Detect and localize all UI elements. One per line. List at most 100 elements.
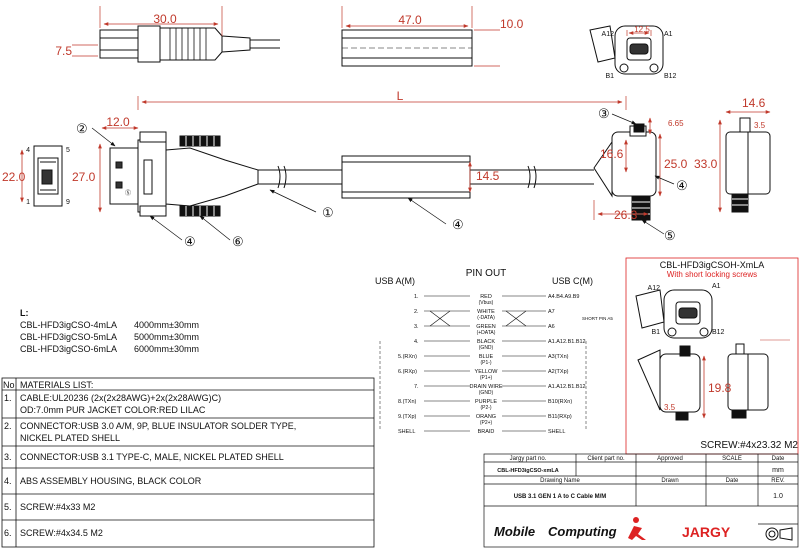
brand-mobile: Mobile	[494, 524, 535, 539]
variant-panel: CBL-HFD3igCSOH-XmLA With short locking s…	[625, 257, 799, 455]
dim-label: 22.0	[2, 170, 26, 184]
housing-top-view	[341, 29, 473, 67]
materials-table	[1, 377, 375, 548]
dim-typec-height: 33.0	[694, 119, 722, 213]
usb-a-connector-assembly	[109, 131, 259, 217]
dim-housing-diameter: 14.5	[468, 161, 500, 193]
pin-label-4: 4	[26, 147, 30, 154]
projection-symbol-icon	[765, 527, 793, 541]
pin-label-b12: B12	[664, 73, 677, 80]
pinout-left-header: USB A(M)	[375, 276, 415, 286]
pin-label-5: 5	[66, 147, 70, 154]
dim-label: 10.0	[500, 17, 524, 31]
dim-label: 25.0	[664, 157, 688, 171]
material-line: CONNECTOR:USB 3.1 TYPE-C, MALE, NICKEL P…	[20, 452, 284, 462]
dim-label: 3.5	[664, 403, 676, 412]
dim-usb-a-height: 22.0	[2, 149, 26, 203]
wire-color: BLUE	[479, 354, 494, 360]
dim-typec-neck: 16.6	[600, 139, 628, 173]
dim-label: L	[397, 89, 404, 103]
wire-signal: (GND)	[479, 345, 494, 351]
dim-typec-base: 26.3	[593, 200, 649, 222]
runner-logo-icon	[628, 517, 646, 540]
length-part: CBL-HFD3igCSO-5mLA	[20, 332, 117, 342]
pinout-left-pin: 4.	[414, 339, 419, 345]
material-line: ABS ASSEMBLY HOUSING, BLACK COLOR	[20, 476, 202, 486]
wire-color: BLACK	[477, 339, 495, 345]
screw-thread	[169, 28, 207, 60]
wire-color: PURPLE	[475, 399, 497, 405]
pinout-right-header: USB C(M)	[552, 276, 593, 286]
dim-label: 33.0	[694, 157, 718, 171]
dim-usb-a-body: 27.0	[72, 143, 102, 213]
typec-connector-assembly	[593, 123, 657, 221]
pin-label-9: 9	[66, 199, 70, 206]
material-no: 4.	[4, 476, 12, 486]
title-block	[483, 453, 799, 548]
variant-subtitle: With short locking screws	[667, 270, 757, 279]
pin-label-b12: B12	[712, 329, 725, 336]
wire-signal: (Vbus)	[479, 300, 494, 306]
pinout-left-pin: 7.	[414, 384, 419, 390]
dim-label: 16.6	[600, 147, 624, 161]
dim-label: 14.6	[742, 96, 766, 110]
tb-scale-header: SCALE	[722, 456, 742, 462]
usb-a-side-view	[99, 25, 280, 63]
cable-body	[258, 165, 594, 189]
pinout-left-pin: 2.	[414, 309, 419, 315]
wire-signal: (P2+)	[480, 420, 493, 426]
dim-plug-height: 7.5	[55, 44, 98, 58]
tb-drawn-header: Drawn	[661, 478, 678, 484]
variant-title: CBL-HFD3igCSOH-XmLA	[660, 260, 765, 270]
callout-3: ③	[598, 106, 610, 121]
callout-6: ⑥	[232, 234, 244, 249]
material-no: 6.	[4, 528, 12, 538]
dim-screw-offset: 12.0	[101, 115, 139, 130]
tb-rev-header: REV.	[771, 478, 785, 484]
wire-color: YELLOW	[475, 369, 499, 375]
dim-housing-height: 10.0	[474, 17, 524, 67]
material-no: 5.	[4, 502, 12, 512]
dim-label: 14.5	[476, 169, 500, 183]
material-line: SCREW:#4x34.5 M2	[20, 528, 103, 538]
wire-color: RED	[480, 294, 492, 300]
pinout-rows: 1.RED(Vbus)A4.B4.A9.B92.WHITE(-DATA)A73.…	[379, 294, 587, 435]
material-line: CABLE:UL20236 (2x(2x28AWG)+2x(2x28AWG)C)	[20, 393, 221, 403]
pinout-left-pin: SHELL	[398, 429, 415, 435]
pinout-section: PIN OUT USB A(M) USB C(M) 1.RED(Vbus)A4.…	[375, 268, 613, 435]
callout-1: ①	[322, 205, 334, 220]
pin-label-a1: A1	[664, 31, 673, 38]
pin-label-a12: A12	[602, 31, 615, 38]
pin-label-b1: B1	[605, 73, 614, 80]
dim-label: 27.0	[72, 170, 96, 184]
wire-color: GREEN	[476, 324, 496, 330]
pinout-right-pin: A2(TXp)	[548, 369, 569, 375]
dim-label: 19.8	[708, 381, 732, 395]
length-table: L: CBL-HFD3igCSO-4mLA 4000mm±30mm CBL-HF…	[20, 308, 199, 354]
typec-end-view	[589, 25, 664, 75]
wire-color: BRAID	[478, 429, 495, 435]
wire-signal: (GND)	[479, 390, 494, 396]
pinout-right-pin: A6	[548, 324, 555, 330]
material-line: CONNECTOR:USB 3.0 A/M, 9P, BLUE INSULATO…	[20, 421, 296, 431]
dim-typec-body: 25.0	[658, 133, 688, 197]
pinout-left-pin: 5.(RXn)	[398, 354, 417, 360]
pinout-right-pin: A1.A12.B1.B12	[548, 339, 586, 345]
tb-date-header: Date	[726, 478, 739, 484]
material-line: NICKEL PLATED SHELL	[20, 433, 120, 443]
dim-label: 30.0	[153, 12, 177, 26]
twisted-pair	[505, 310, 527, 327]
materials-col-title: MATERIALS LIST:	[20, 380, 93, 390]
pinout-title: PIN OUT	[466, 268, 507, 279]
pinout-left-pin: 6.(RXp)	[398, 369, 417, 375]
pinout-right-pin: B11(RXp)	[548, 414, 572, 420]
pinout-left-pin: 8.(TXn)	[398, 399, 417, 405]
variant-screw: SCREW:#4x23.32 M2	[700, 440, 798, 451]
wire-signal: (+DATA)	[477, 330, 496, 336]
length-value: 5000mm±30mm	[134, 332, 199, 342]
wire-color: ORANG	[476, 414, 496, 420]
dim-label: 12.0	[106, 115, 130, 129]
tb-approved-header: Approved	[657, 456, 683, 462]
pinout-right-pin: B10(RXn)	[548, 399, 572, 405]
